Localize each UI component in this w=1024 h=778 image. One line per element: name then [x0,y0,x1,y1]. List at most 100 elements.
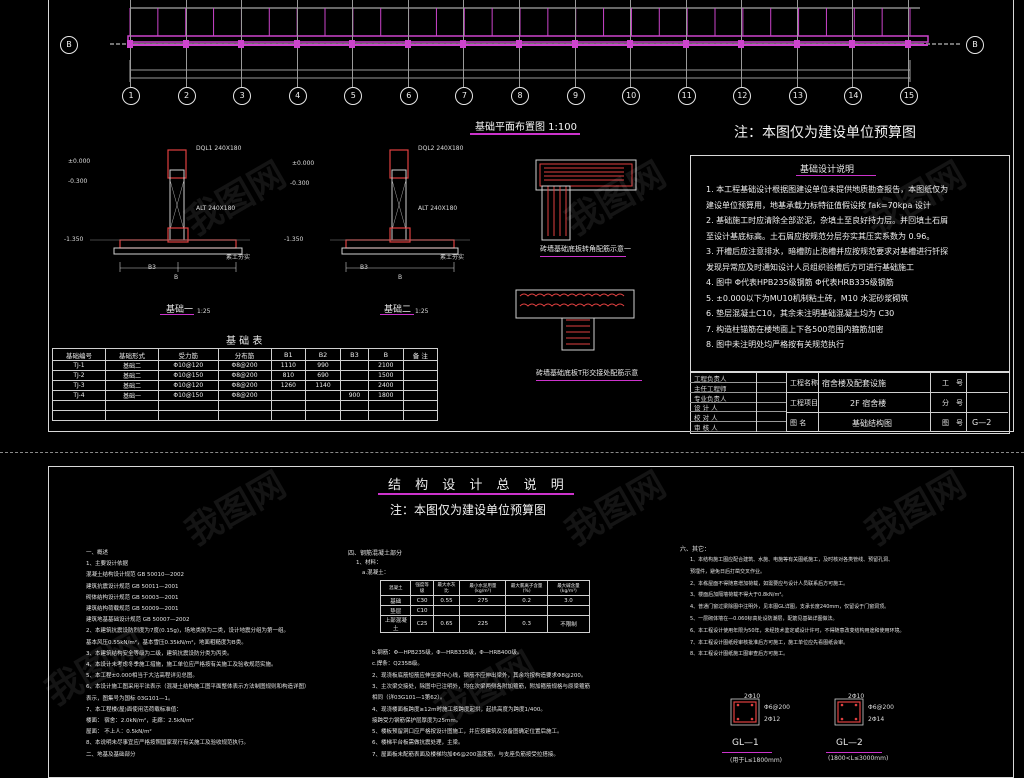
gl2-bot: 2Φ14 [868,716,885,723]
table-cell: C25 [410,615,434,633]
plan-title: 基础平面布置图 1:100 [475,122,577,133]
s2-dim-b: B [398,274,403,281]
table-row-empty [52,410,439,421]
general-col3-line: 6、本工程设计使用年限为50年，未经技术鉴定或设计许可，不得随意改变结构用途和使… [690,627,905,634]
s1-elev-mid: -0.300 [68,178,88,185]
table-cell: 基础二 [105,360,159,371]
section1-scale: 1:25 [197,308,211,315]
s2-elev-bot: -1.350 [284,236,304,243]
table-cell [432,605,461,616]
general-col1-line: 屋面： 不上人：0.5kN/m² [86,729,152,736]
axis-b-left: B [60,36,78,54]
table-cell [305,400,341,411]
general-col2-line: 7、屋面板未配筋表面及楼梯均加Φ6@200温度筋，与支座负筋按受拉搭接。 [372,751,559,758]
general-col1-line: 混凝土结构设计规范 GB 50010—2002 [86,572,185,579]
table-header-cell: 强度等级 [410,580,434,596]
table-cell [105,400,159,411]
table-cell: 1140 [305,380,341,391]
general-col2-line: 3、主次梁交接处，除图中已注明外，均在次梁两侧各附加箍筋，附加箍筋规格与原梁箍筋 [372,683,591,690]
table-cell: 1500 [367,370,404,381]
table-cell: 3.0 [546,595,591,606]
table-header-cell: B [367,348,404,361]
s1-dim-b3: B3 [148,264,156,271]
table-cell [402,360,439,371]
table-cell [217,400,272,411]
general-col1-line: 2、本建筑抗震设防烈度为7度(0.15g)，场地类别为二类，设计地震分组为第一组… [86,628,290,635]
tb-fig-label2: 号 [956,419,963,427]
gl1-label: GL—1 [732,738,759,748]
table-cell [339,410,369,421]
table-cell [402,400,439,411]
axis-bubble-12: 12 [733,87,752,105]
sheet-separator [0,452,1024,453]
table-cell: Φ8@200 [217,390,272,401]
table-header-cell: 分布筋 [217,348,272,361]
general-col2-line: 2、现浇板底筋短筋应伸至梁中心线，钢筋不应伸出梁外，其余均按构造要求Φ8@200… [372,672,587,679]
table-cell [52,410,106,421]
gl2-top: 2Φ10 [848,693,865,700]
table-header-cell: 最大碱含量(kg/m³) [546,580,591,596]
axis-bubble-10: 10 [622,87,641,105]
s2-beam2-label: ALT 240X180 [418,205,458,212]
tb-div-label: 分 [942,399,949,407]
general-col3-line: 7、本工程设计图纸经审核批准后方可施工，施工单位应先看图纸会审。 [690,639,849,646]
upper-sheet [48,0,1014,432]
detail1-underline [540,256,626,257]
design-note-line: 5. ±0.000以下为MU10机制粘土砖，M10 水泥砂浆砌筑 [706,293,909,303]
table-cell [52,400,106,411]
axis-bubble-7: 7 [455,87,474,105]
table-cell: 基础 [379,595,412,606]
table-cell: TJ-1 [52,360,106,371]
column-mark [182,40,189,48]
table-cell [158,400,219,411]
general-col2-line: b.钢筋：Φ—HPB235级，Φ—HRB335级，Φ—HRB400级。 [372,650,523,656]
s1-elev-top: ±0.000 [68,158,91,165]
table-cell [305,390,341,401]
col2-sub1: 1、材料： [356,560,382,566]
general-col2-line: 5、楼板预留洞口应严格按设计图施工，并应按建筑及设备图确定位置后施工。 [372,729,563,736]
detail-drawings [515,159,637,351]
title-block-role: 专业负责人 [694,394,727,403]
table-cell [339,370,369,381]
title-block-role: 校 对 人 [694,414,718,423]
general-col1-line: 建筑结构荷载规范 GB 50009—2001 [86,606,179,612]
table-cell [270,410,307,421]
gl1-underline [722,752,772,753]
general-col1-line: 建筑抗震设计规范 GB 50011—2001 [86,583,179,590]
gl2-label: GL—2 [836,738,863,748]
section-drawings [90,149,470,272]
col2-sub2: a.混凝土： [362,570,390,576]
table-cell [402,390,439,401]
general-col1-line: 砌体结构设计规范 GB 50003—2001 [86,594,179,601]
axis-bubble-6: 6 [399,87,418,105]
design-notes-title: 基础设计说明 [800,165,855,175]
general-col1-line: 一、概述 [86,550,109,556]
general-col3-line: 8、本工程设计图纸施工图审查后方可施工。 [690,651,789,658]
table-cell: 不限制 [546,615,591,633]
design-notes-underline [796,175,876,176]
general-note: 注：本图仅为建设单位预算图 [390,503,547,517]
general-col1-line: 4、本设计未考虑冬季施工措施，施工单位应严格按有关施工及验收规范实施。 [86,662,277,668]
table-cell: Φ10@120 [158,380,219,391]
table-cell [339,400,369,411]
axis-bubble-15: 15 [900,87,918,105]
table-cell: 1110 [270,360,307,371]
design-note-line: 1. 本工程基础设计根据图建设单位未提供地质勘查报告，本图纸仅为 [706,185,949,194]
gl1-top: 2Φ10 [744,693,761,700]
s1-beam-label: DQL1 240X180 [196,145,242,152]
s2-elev-mid: -0.300 [290,180,310,187]
table-header-cell: B1 [270,348,307,361]
table-header-cell: 基础编号 [52,348,106,361]
column-mark [571,40,578,48]
table-header-cell: B2 [305,348,341,361]
s1-elev-bot: -1.350 [64,236,84,243]
table-header-cell: 备 注 [402,348,439,361]
table-cell: Φ10@150 [158,370,219,381]
table-header-cell: 最小水泥用量(kg/m³) [459,580,507,596]
table-cell: TJ-2 [52,370,106,381]
table-cell: TJ-3 [52,380,106,391]
